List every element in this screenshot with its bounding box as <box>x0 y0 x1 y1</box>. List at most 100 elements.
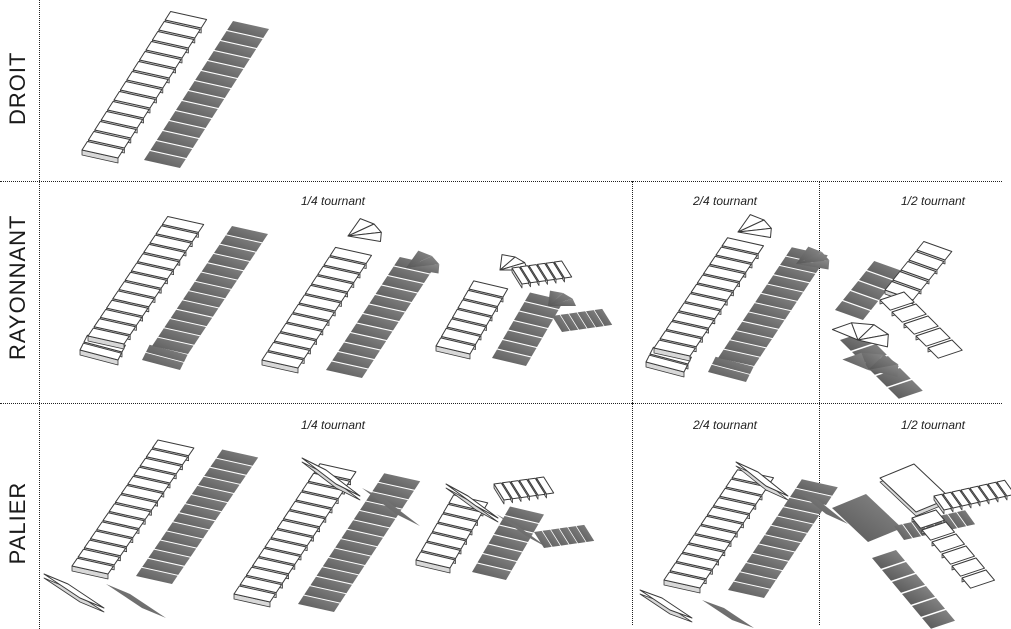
tread <box>915 327 951 347</box>
shadow-slab <box>195 272 237 289</box>
tread <box>158 21 201 39</box>
tread <box>435 337 476 355</box>
tread <box>151 31 195 49</box>
stair-rayonnant-quarter-3 <box>435 254 613 366</box>
shadow-slab <box>867 261 903 280</box>
landing-edge <box>445 487 499 523</box>
shadow-slab <box>298 595 340 612</box>
tread <box>941 545 975 565</box>
shadow-slab <box>347 520 390 537</box>
shadow-slab <box>195 71 237 88</box>
shadow-slab <box>375 285 418 302</box>
tread <box>118 281 161 298</box>
shadow-slab <box>569 312 587 330</box>
shadow-slab <box>182 91 225 108</box>
shadow-slab <box>761 284 803 301</box>
tread <box>446 318 487 336</box>
tread <box>143 243 186 261</box>
tread <box>329 246 372 264</box>
tread <box>996 479 1011 497</box>
shadow-slab <box>144 151 186 168</box>
tread <box>545 261 564 280</box>
tread <box>145 448 189 466</box>
tread <box>426 532 467 550</box>
shadow-slab <box>220 235 262 252</box>
winder-shadow <box>868 364 899 377</box>
tread <box>700 515 743 533</box>
tread <box>421 541 461 559</box>
shadow-slab <box>903 522 922 538</box>
tread <box>903 315 939 335</box>
winder-shadow <box>861 352 884 370</box>
tread <box>289 500 332 518</box>
tread <box>145 41 188 59</box>
tread <box>969 485 989 503</box>
shadow-slab <box>497 340 537 357</box>
label-column-divider <box>39 0 40 629</box>
landing-shadow <box>702 600 754 628</box>
tread <box>164 11 208 29</box>
tread <box>663 571 706 589</box>
tread <box>502 481 521 500</box>
tread <box>537 262 556 281</box>
shadow-slab <box>494 525 533 542</box>
tread <box>273 332 317 350</box>
shadow-slab <box>146 344 188 362</box>
winder-shadow <box>406 256 440 268</box>
tread <box>441 327 481 345</box>
tread <box>276 519 320 537</box>
stair-rayonnant-two-quarter <box>645 214 830 382</box>
caption-rayonnant-two-quarter-turn: 2/4 tournant <box>692 194 758 208</box>
tread <box>83 539 127 557</box>
landing <box>43 573 105 609</box>
shadow-slab <box>771 516 813 533</box>
shadow-slab <box>872 550 905 569</box>
stair-palier-half <box>832 463 1011 629</box>
shadow-slab <box>843 291 879 310</box>
tread <box>298 294 341 312</box>
shadow-slab <box>559 527 578 545</box>
tread <box>931 533 965 553</box>
shadow-slab <box>724 340 766 357</box>
tread <box>119 81 163 99</box>
tread <box>99 309 143 326</box>
tread <box>432 522 472 540</box>
stair-palier-quarter-3 <box>415 476 595 580</box>
tread <box>921 521 955 541</box>
tread <box>703 265 746 283</box>
tread <box>106 299 149 317</box>
shadow-slab <box>156 131 199 148</box>
shadow-slab <box>176 101 218 118</box>
shadow-slab <box>765 525 807 543</box>
winder-shadow <box>548 298 576 306</box>
tread <box>706 506 750 524</box>
tread <box>713 497 756 515</box>
shadow-slab <box>712 356 754 374</box>
tread <box>261 351 304 369</box>
shadow-slab <box>783 497 826 515</box>
tread <box>295 491 338 509</box>
tread <box>114 494 158 511</box>
tread <box>155 225 198 243</box>
rayonnant-divider-1 <box>632 181 633 403</box>
tread <box>694 525 737 542</box>
shadow-slab <box>488 535 528 552</box>
shadow-slab <box>835 301 871 320</box>
winder-shadow <box>548 290 564 306</box>
tread <box>267 341 310 359</box>
tread <box>688 534 731 552</box>
tread <box>87 327 130 345</box>
shadow-slab <box>183 291 225 308</box>
tread <box>669 562 712 580</box>
tread <box>280 322 323 340</box>
shadow-slab <box>136 567 178 584</box>
landing <box>301 457 361 497</box>
tread <box>137 253 180 271</box>
tread <box>719 487 762 505</box>
tread <box>520 265 539 284</box>
caption-palier-quarter-turn: 1/4 tournant <box>300 418 366 432</box>
shadow-slab <box>736 321 779 339</box>
winder-shadow <box>796 246 822 264</box>
shadow-slab <box>227 21 269 38</box>
tread <box>252 557 295 575</box>
